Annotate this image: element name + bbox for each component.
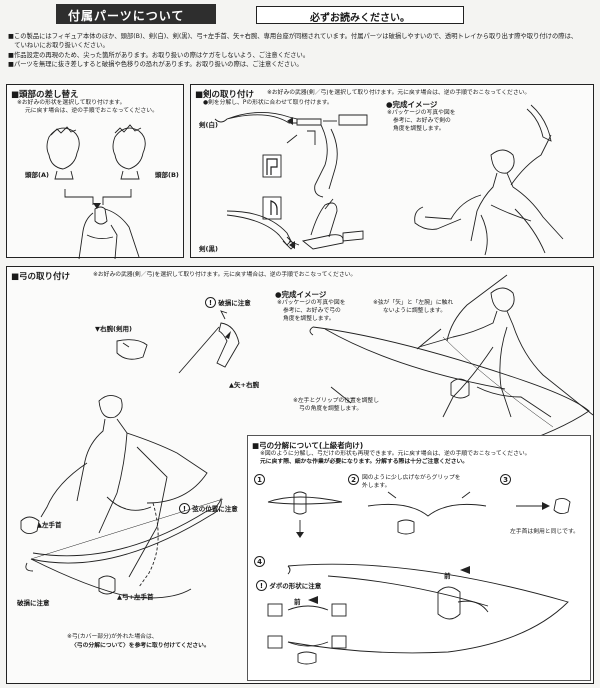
sword-white-label: 剣(白): [199, 121, 218, 129]
sword-black-label: 剣(黒): [199, 245, 218, 253]
bow-attach-title: ■弓の取り付け: [11, 272, 71, 282]
head-b-label: 頭部(B): [155, 171, 179, 179]
disassembly-title: ■弓の分解について(上級者向け): [252, 441, 364, 450]
head-swap-title: ■頭部の差し替え: [11, 90, 79, 100]
step-number: 4: [254, 556, 265, 567]
bow-attach-panel: ■弓の取り付け ※お好みの武器(剣／弓)を選択して取り付けます。元に戻す場合は、…: [6, 266, 594, 684]
bow-complete-note: ※パッケージの写真や図を: [277, 300, 346, 306]
head-swap-note: ※お好みの形状を選択して取り付けます。: [17, 100, 126, 106]
front-label: 前: [294, 598, 301, 606]
bow-disassembly-panel: ■弓の分解について(上級者向け) ※図のように分解し、弓だけの形状も再現できます…: [247, 435, 591, 681]
note-line: ■作品設定の再現のため、尖った箇所があります。お取り扱いの際はケガをしないよう、…: [8, 51, 310, 59]
left-hand-label: ▲左手首: [37, 521, 62, 529]
warning-icon: !: [256, 580, 267, 591]
sword-complete-note: ※パッケージの写真や図を: [387, 110, 456, 116]
step-number: 3: [500, 474, 511, 485]
grip-note: ※左手とグリップの位置を調整し: [293, 398, 380, 404]
disassembly-illustration: [267, 491, 571, 665]
disassembly-note: ※図のように分解し、弓だけの形状も再現できます。元に戻す場合は、逆の手順でおこな…: [260, 451, 531, 457]
note-line: ■この製品にはフィギュア本体のほか、頭部(B)、剣(白)、剣(黒)、弓+左手首、…: [8, 33, 578, 40]
step-number: 2: [348, 474, 359, 485]
step2-note: 図のように少し広げながらグリップを: [362, 475, 461, 481]
sword-attach-illustration: [214, 104, 564, 256]
disassembly-note: 元に戻す際、細かな作業が必要になります。分解する際は十分ご注意ください。: [260, 459, 469, 465]
string-note: ないように調整します。: [383, 308, 447, 314]
sword-attach-step: ●剣を分解し、Pの形状に合わせて取り付けます。: [203, 100, 333, 106]
head-swap-illustration: [46, 124, 146, 260]
step3-note: 左手首は剣用と同じです。: [510, 529, 579, 535]
grip-note: 弓の角度を調整します。: [299, 406, 363, 412]
front-label: 前: [444, 572, 451, 580]
dowel-caution: ! ダボの形状に注意: [256, 580, 321, 591]
sword-complete-note: 参考に、お好みで剣の: [393, 118, 451, 124]
sword-complete-title: ●完成イメージ: [386, 100, 438, 109]
note-line: ていねいにお取り扱いください。: [8, 42, 109, 50]
sword-complete-note: 角度を調整します。: [393, 126, 445, 132]
head-swap-note: 元に戻す場合は、逆の手順でおこなってください。: [25, 108, 158, 114]
must-read-notice: 必ずお読みください。: [256, 6, 464, 24]
head-swap-panel: ■頭部の差し替え ※お好みの形状を選択して取り付けます。 元に戻す場合は、逆の手…: [6, 84, 184, 260]
warning-icon: !: [179, 503, 190, 514]
right-arm-sword-label: ▼右腕(剣用): [95, 325, 132, 333]
bow-attach-note: ※お好みの武器(剣／弓)を選択して取り付けます。元に戻す場合は、逆の手順でおこな…: [93, 272, 357, 278]
bow-complete-note: 参考に、お好みで弓の: [283, 308, 341, 314]
sword-attach-note: ※お好みの武器(剣／弓)を選択して取り付けます。元に戻す場合は、逆の手順でおこな…: [267, 90, 531, 96]
bow-complete-note: 角度を調整します。: [283, 316, 335, 322]
caution-break-label: ! 破損に注意: [205, 297, 251, 308]
note-line: ■パーツを無理に抜き差しすると破損や色移りの恐れがあります。お取り扱いの際は、ご…: [8, 61, 303, 69]
step-number: 1: [254, 474, 265, 485]
caution-string-label: ! 弦の位置に注意: [179, 503, 238, 514]
bow-complete-title: ●完成イメージ: [275, 290, 327, 299]
step2-note: 外します。: [362, 483, 391, 489]
page-title: 付属パーツについて: [56, 4, 216, 24]
head-a-label: 頭部(A): [25, 171, 49, 179]
general-notes: ■この製品にはフィギュア本体のほか、頭部(B)、剣(白)、剣(黒)、弓+左手首、…: [8, 32, 594, 70]
string-note: ※弦が「矢」と「左腕」に触れ: [373, 300, 454, 306]
bow-cover-note: ※弓(カバー部分)が外れた場合は、: [67, 634, 158, 640]
bow-cover-note: 〈弓の分解について〉を参考に取り付けてください。: [71, 643, 210, 649]
caution-break-label: 破損に注意: [17, 599, 50, 607]
arrow-arm-label: ▲矢+右腕: [229, 381, 259, 389]
sword-attach-title: ■剣の取り付け: [195, 90, 255, 100]
sword-attach-panel: ■剣の取り付け ※お好みの武器(剣／弓)を選択して取り付けます。元に戻す場合は、…: [190, 84, 594, 258]
warning-icon: !: [205, 297, 216, 308]
